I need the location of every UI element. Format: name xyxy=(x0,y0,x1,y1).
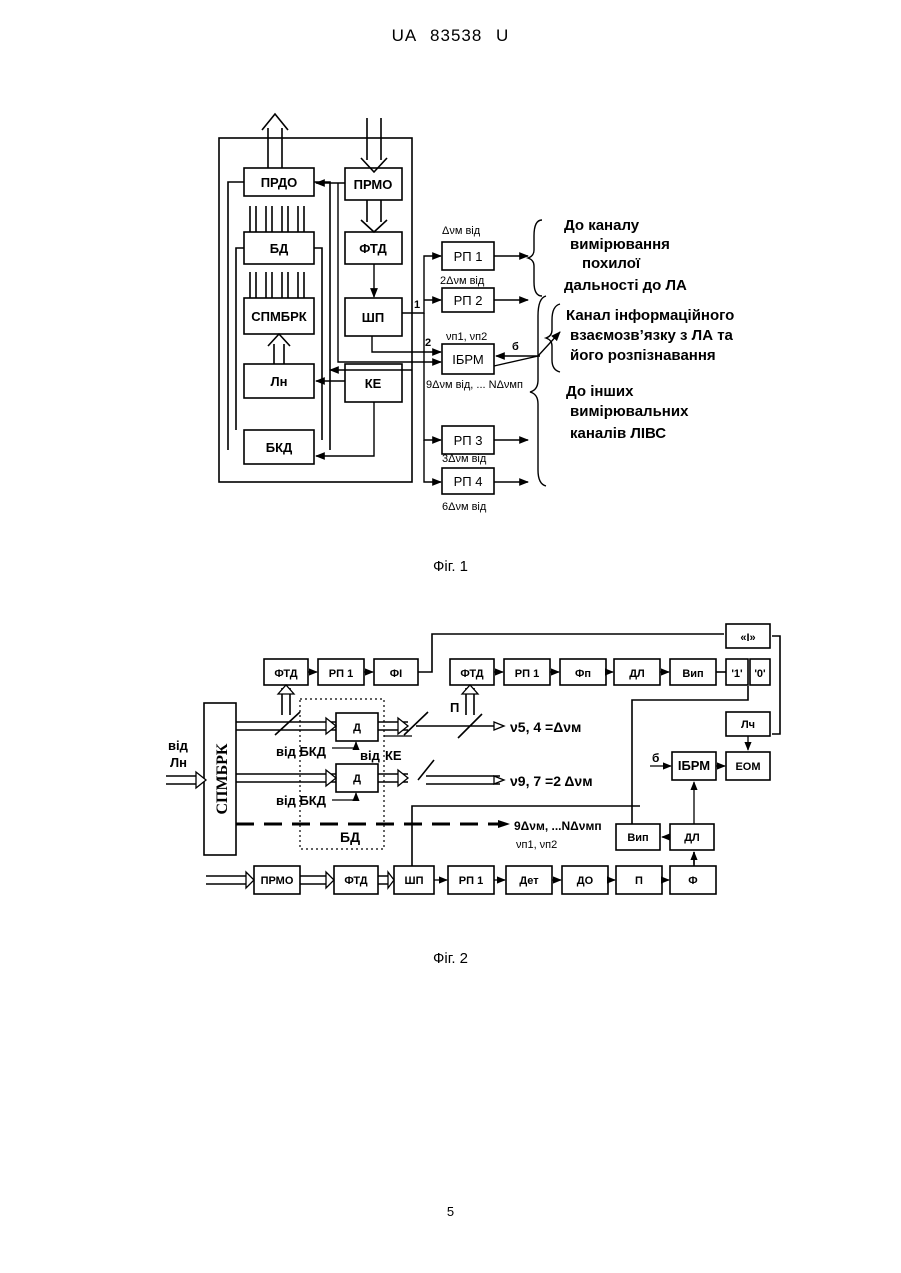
fig1-note-b3: його розпізнавання xyxy=(570,347,716,364)
fig1-note-c2: вимірювальних xyxy=(570,403,689,420)
fig2-one-label: '1' xyxy=(731,668,743,680)
fig2-nu-label: νп1, νп2 xyxy=(516,839,557,851)
fig2-vid-bkd2: від БКД xyxy=(276,793,327,808)
fig1-note-c3: каналів ЛІВС xyxy=(570,425,666,442)
fig2-nu54-label: ν5, 4 =Δνм xyxy=(510,719,581,735)
figure-1-caption: Фіг. 1 xyxy=(0,558,901,575)
fig2-det-label: Дет xyxy=(519,875,539,887)
fig1-rp1-freq: Δνм від xyxy=(442,225,481,237)
fig1-spmbrk-label: СПМБРК xyxy=(251,309,307,324)
fig1-brace-c xyxy=(530,296,546,486)
fig2-vyp-b-label: Вип xyxy=(627,832,648,844)
fig1-rp3-freq: 3Δνм від xyxy=(442,453,487,465)
fig1-nu-label: νп1, νп2 xyxy=(446,331,487,343)
fig2-f-label: Ф xyxy=(688,875,697,887)
fig1-note-a4: дальності до ЛА xyxy=(564,277,687,294)
fig2-ftd-a-label: ФТД xyxy=(274,668,297,680)
fig2-nu97-label: ν9, 7 =2 Δνм xyxy=(510,773,593,789)
fig2-spmbrk-label: СПМБРК xyxy=(214,743,231,814)
fig2-bd-label: БД xyxy=(340,829,360,845)
fig1-rp4-freq: 6Δνм від xyxy=(442,501,487,513)
fig2-dl-b-label: ДЛ xyxy=(684,832,700,844)
fig2-lch-label: Лч xyxy=(741,719,755,731)
fig2-vid-ke: КЕ xyxy=(385,748,402,763)
fig1-brace-b xyxy=(546,304,560,372)
fig1-rp1-label: РП 1 xyxy=(454,249,483,264)
fig2-rp1-c-label: РП 1 xyxy=(459,875,483,887)
fig2-shp-label: ШП xyxy=(405,875,424,887)
fig1-shp-label: ШП xyxy=(362,310,384,325)
fig2-range-label: 9Δνм, ...NΔνмп xyxy=(514,819,602,833)
fig1-ftd-label: ФТД xyxy=(359,241,387,256)
fig1-range-label: 9Δνм від, ... NΔνмп xyxy=(426,379,523,391)
fig1-ln-label: Лн xyxy=(271,374,288,389)
fig2-p-label-small: П xyxy=(450,700,459,715)
fig2-d1-label: Д xyxy=(353,722,361,734)
fig1-num2: 2 xyxy=(425,337,431,349)
fig1-note-b1: Канал інформаційного xyxy=(566,307,734,324)
fig2-dl-a-label: ДЛ xyxy=(629,668,645,680)
fig1-ke-label: КЕ xyxy=(365,376,382,391)
figure-2-caption: Фіг. 2 xyxy=(0,950,901,967)
fig1-bd-label: БД xyxy=(270,241,289,256)
fig2-fp-label: Фп xyxy=(575,668,591,680)
fig2-vyp-a-label: Вип xyxy=(682,668,703,680)
fig1-ibrm-label: ІБРМ xyxy=(452,352,484,367)
fig1-b-label: б xyxy=(512,341,519,353)
fig1-note-c1: До інших xyxy=(566,383,634,400)
fig1-rp4-label: РП 4 xyxy=(454,474,483,489)
fig1-rp3-label: РП 3 xyxy=(454,433,483,448)
fig2-do-label: ДО xyxy=(577,875,594,887)
fig1-rp2-label: РП 2 xyxy=(454,293,483,308)
fig1-rp2-freq: 2Δνм від xyxy=(440,275,485,287)
page-number: 5 xyxy=(0,1204,901,1219)
fig2-vid-ke-vid: від xyxy=(360,748,381,763)
fig2-vid-bkd1: від БКД xyxy=(276,744,327,759)
fig2-prmo-label: ПРМО xyxy=(261,875,294,887)
fig2-zero-label: '0' xyxy=(754,668,766,680)
fig1-note-a1: До каналу xyxy=(564,217,640,234)
fig1-num1: 1 xyxy=(414,299,420,311)
fig2-rp1-a-label: РП 1 xyxy=(329,668,353,680)
fig1-prmo-label: ПРМО xyxy=(354,177,393,192)
fig1-brace-a xyxy=(528,220,542,296)
fig2-ln-label: Лн xyxy=(170,755,187,770)
fig2-vid-label: від xyxy=(168,738,189,753)
fig2-b-label: б xyxy=(652,751,659,765)
fig2-d2-label: Д xyxy=(353,773,361,785)
fig2-i-gate-label: «І» xyxy=(740,632,755,644)
fig2-fi-label: ФІ xyxy=(390,668,402,680)
fig2-ftd-b-label: ФТД xyxy=(460,668,483,680)
fig1-note-b2: взаємозв’язку з ЛА та xyxy=(570,327,734,344)
fig2-rp1-b-label: РП 1 xyxy=(515,668,539,680)
fig2-p-label: П xyxy=(635,875,643,887)
fig2-eom-label: ЕОМ xyxy=(735,761,760,773)
fig2-ibrm-label: ІБРМ xyxy=(678,758,710,773)
fig1-note-a3: похилої xyxy=(582,255,641,272)
fig1-note-a2: вимірювання xyxy=(570,236,670,253)
fig1-prdo-label: ПРДО xyxy=(261,175,298,190)
fig1-bkd-label: БКД xyxy=(266,440,293,455)
fig2-ftd-c-label: ФТД xyxy=(344,875,367,887)
